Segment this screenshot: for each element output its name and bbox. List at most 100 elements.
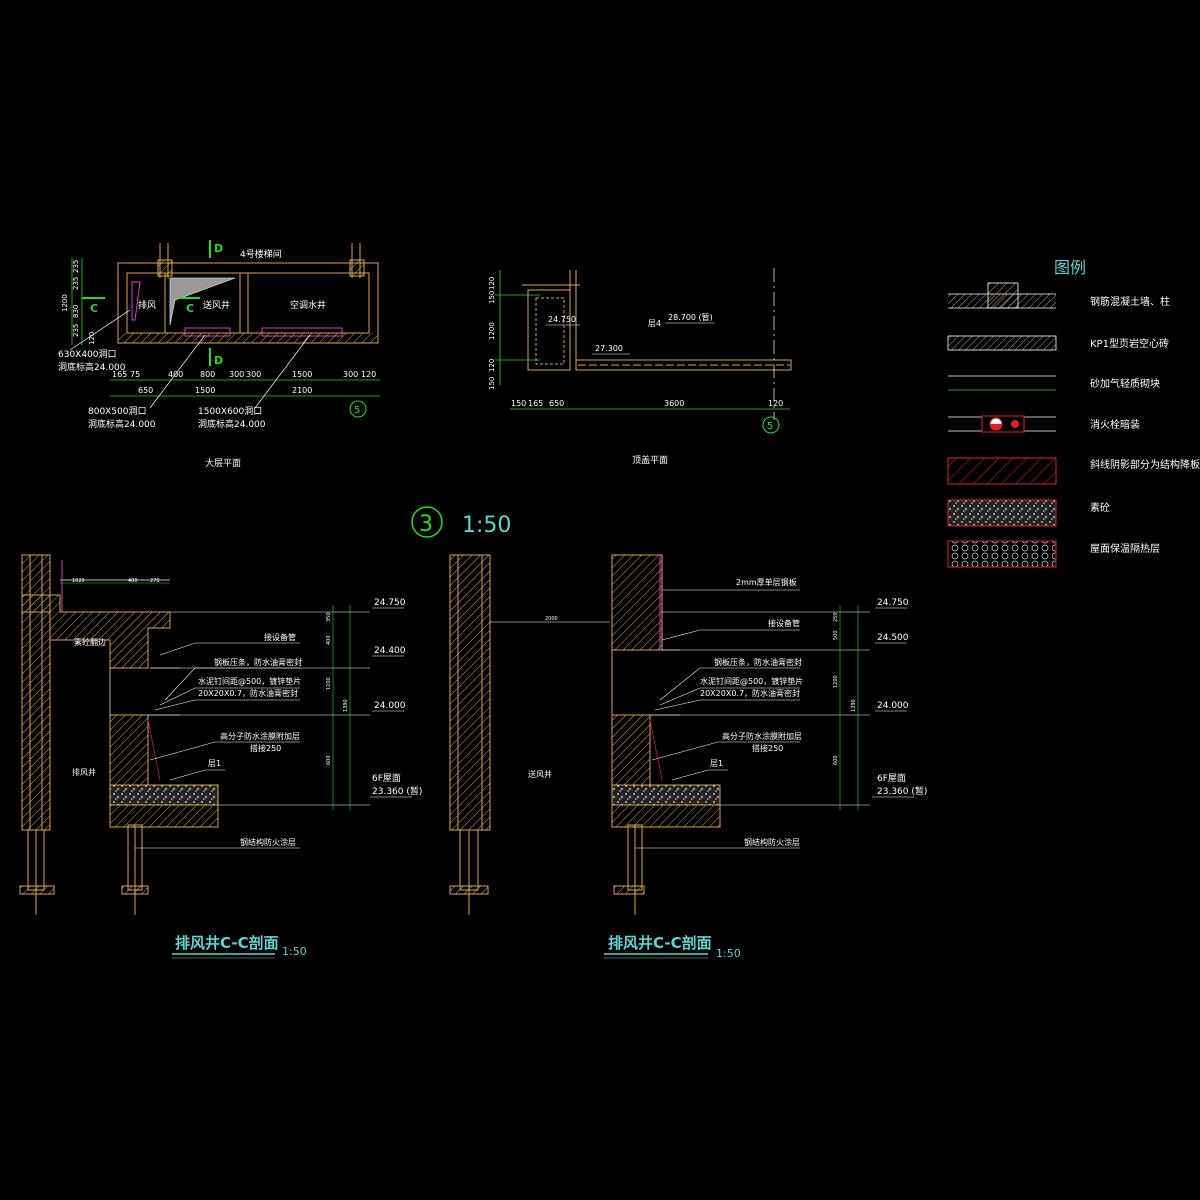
scale-marker-scale: 1:50	[462, 513, 511, 538]
plan1-room-supply: 送风井	[203, 299, 230, 311]
legend-item-4: 消火栓暗装	[1090, 418, 1140, 431]
legend-item-3: 砂加气轻质砌块	[1090, 377, 1160, 390]
plan1-dim-c1: 650	[138, 386, 153, 395]
plan2-dim-b5: 120	[768, 399, 783, 408]
plan2: 120 150 1200 120 150 150 165 650 3600 12…	[488, 268, 792, 466]
sec-right-ann3: 水泥钉间距@500，镀锌垫片	[700, 676, 803, 686]
plan2-dim-l1: 120	[488, 277, 496, 290]
plan1-dim-b2: 75	[130, 370, 140, 379]
plan2-axis: 5	[767, 421, 773, 432]
legend-item-5: 斜线阴影部分为结构降板	[1090, 458, 1200, 471]
plan1-opening3-l2: 洞底标高24.000	[198, 418, 266, 430]
sec-left-elev4: 23.360 (暂)	[372, 785, 422, 797]
sec-left-ann3: 水泥钉间距@500，镀锌垫片	[198, 676, 301, 686]
sec-right-elev2: 24.500	[877, 633, 909, 643]
plan1-dim-c2: 1500	[195, 386, 215, 395]
plan1-dim-l1: 235	[72, 260, 80, 273]
sec-left-dimr5: 1390	[343, 699, 349, 712]
plan1-room-ac: 空调水井	[290, 299, 326, 311]
plan2-dim-l5: 150	[488, 377, 496, 390]
sec-left-ann6: 搭接250	[250, 743, 281, 753]
sec-left-scale: 1:50	[282, 945, 307, 958]
sec-right-ann4: 20X20X0.7，防水油膏密封	[700, 688, 800, 698]
plan1-axis: 5	[354, 405, 360, 416]
sec-right-dimr4: 600	[833, 755, 839, 765]
sec-left-ann8: 钢结构防火涂层	[240, 837, 296, 847]
plan2-dim-b3: 650	[549, 399, 564, 408]
scale-marker-number: 3	[419, 512, 433, 537]
legend-item-1: 钢筋混凝土墙、柱	[1090, 295, 1170, 308]
legend-item-6: 素砼	[1090, 501, 1110, 514]
sec-right-dimr3: 1200	[833, 675, 839, 688]
sec-left-ann7: 层1	[208, 759, 221, 768]
plan1-dim-l5: 120	[88, 332, 96, 345]
plan1-opening2-l1: 800X500洞口	[88, 406, 147, 417]
sec-right-dimr2: 500	[833, 630, 839, 640]
plan2-elev1: 24.750	[548, 315, 576, 324]
sec-right-scale: 1:50	[716, 947, 741, 960]
sec-left-dimr3: 1200	[326, 677, 332, 690]
plan1-dim-l3: 830	[72, 305, 80, 318]
sec-left-ann5: 高分子防水涂膜附加层	[220, 731, 300, 741]
plan1-cut-d-bottom: D	[214, 354, 223, 367]
plan2-title: 顶盖平面	[632, 454, 668, 466]
legend-item-2: KP1型页岩空心砖	[1090, 337, 1169, 350]
sec-left-elev3: 24.000	[374, 701, 406, 711]
legend-item-7: 屋面保温隔热层	[1090, 542, 1160, 555]
sec-left-dimr2: 400	[326, 635, 332, 645]
sec-left-title: 排风井C-C剖面	[175, 934, 279, 952]
plan1-dim-c3: 2100	[292, 386, 312, 395]
sec-right-ann6: 搭接250	[752, 743, 783, 753]
plan1-dim-l4: 235	[72, 324, 80, 337]
plan2-dim-l4: 120	[488, 359, 496, 372]
plan1-dim-b8: 300	[343, 370, 358, 379]
sec-right-ann2: 钢板压条，防水油膏密封	[714, 657, 802, 667]
sec-right-title: 排风井C-C剖面	[608, 934, 712, 952]
sec-left-ann1: 接设备管	[264, 632, 296, 642]
plan1-opening2-l2: 洞底标高24.000	[88, 418, 156, 430]
sec-right-shaft: 送风井	[528, 769, 552, 779]
plan1-opening1-l2: 洞底标高24.000	[58, 361, 126, 373]
sec-right-ann7: 层1	[710, 759, 723, 768]
plan1-cut-c-right: C	[186, 302, 194, 315]
sec-right-ann0: 2mm厚单层钢板	[736, 577, 797, 587]
sec-right-ann5: 高分子防水涂膜附加层	[722, 731, 802, 741]
sec-right-elev4: 23.360 (暂)	[877, 785, 927, 797]
plan1-cut-d-top: D	[214, 242, 223, 255]
sec-left-shaft: 排风井	[72, 767, 96, 777]
plan2-dim-l3: 1200	[488, 322, 496, 340]
scale-marker: 3 1:50	[411, 506, 511, 538]
plan2-elev3: 27.300	[595, 344, 623, 353]
plan2-dim-b1: 150	[511, 399, 526, 408]
section-left: 1020 400 270 350 400 1200 600 1390 24.75…	[19, 554, 422, 959]
sec-left-dim-top2: 400	[128, 578, 138, 584]
sec-left-dimr4: 600	[326, 755, 332, 765]
sec-left-note: 素砼翻边	[74, 637, 106, 647]
plan2-dim-l2: 150	[488, 291, 496, 304]
plan1-dim-b7: 1500	[292, 370, 312, 379]
plan1-dim-b4: 800	[200, 370, 215, 379]
sec-left-dim-top3: 270	[150, 578, 160, 584]
plan1-opening1-l1: 630X400洞口	[58, 349, 117, 360]
sec-right-ann8: 钢结构防火涂层	[744, 837, 800, 847]
sec-right-dimr5: 1390	[851, 699, 857, 712]
sec-right-ann1: 接设备管	[768, 618, 800, 628]
sec-right-dim-mid: 2000	[545, 616, 558, 622]
plan1-opening3-l1: 1500X600洞口	[198, 406, 262, 417]
plan1-dim-l2: 235	[72, 277, 80, 290]
sec-right-floor: 6F屋面	[877, 773, 906, 784]
plan1-dim-b9: 120	[361, 370, 376, 379]
sec-left-elev2: 24.400	[374, 646, 406, 656]
sec-left-dimr1: 350	[326, 612, 332, 622]
sec-left-dim-top1: 1020	[72, 578, 85, 584]
plan1-cut-c-left: C	[90, 302, 98, 315]
sec-left-floor: 6F屋面	[372, 773, 401, 784]
plan1-room-exhaust: 排风	[138, 299, 156, 311]
plan1-dim-l6: 1200	[61, 294, 69, 312]
plan2-elev2: 28.700 (暂)	[668, 312, 713, 322]
plan2-dim-b4: 3600	[664, 399, 684, 408]
legend: 图例 钢筋混凝土墙、柱 KP1型页岩空心砖 砂加气轻质砌块 消火栓暗装 斜线阴影…	[947, 258, 1200, 568]
section-right: 2000 250 500 1200 600 1390 24.750 24.500	[449, 554, 927, 960]
plan1-dim-b5: 300	[229, 370, 244, 379]
